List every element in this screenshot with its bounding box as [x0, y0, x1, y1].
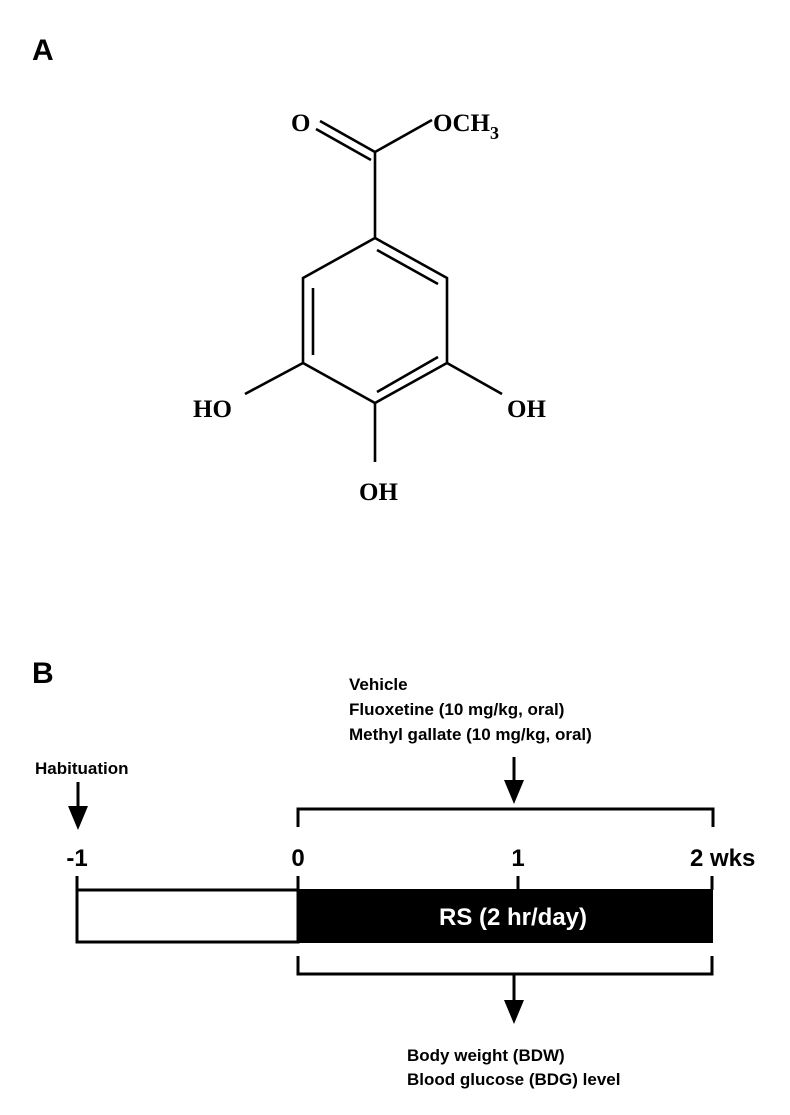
measurement-bracket	[296, 956, 714, 976]
treatment-methyl-gallate: Methyl gallate (10 mg/kg, oral)	[349, 725, 592, 744]
restraint-stress-label: RS (2 hr/day)	[439, 904, 587, 931]
timeline: RS (2 hr/day)	[75, 876, 714, 944]
treatment-list: Vehicle Fluoxetine (10 mg/kg, oral) Meth…	[349, 675, 592, 744]
ring-double-bond-top-right	[376, 248, 439, 286]
methyl-gallate-structure: O OCH3 HO OH OH	[193, 110, 546, 506]
measurement-body-weight: Body weight (BDW)	[407, 1046, 565, 1065]
panel-b-label: B	[32, 657, 54, 690]
bottom-hydroxyl-label: OH	[359, 479, 398, 506]
carbonyl-oxygen-label: O	[291, 110, 310, 137]
measurement-blood-glucose: Blood glucose (BDG) level	[407, 1070, 620, 1089]
measurement-arrow	[504, 974, 524, 1024]
ring-double-bond-bottom-right	[376, 355, 439, 394]
habituation-period-bar	[75, 888, 300, 944]
benzene-ring	[301, 236, 449, 405]
bond-right-oh	[446, 361, 503, 396]
bond-ester-o	[374, 118, 433, 154]
panel-a-label: A	[32, 34, 54, 67]
tick-label-0: 0	[291, 845, 304, 872]
restraint-stress-bar	[297, 889, 713, 943]
treatment-fluoxetine: Fluoxetine (10 mg/kg, oral)	[349, 700, 564, 719]
treatment-vehicle: Vehicle	[349, 675, 408, 694]
treatment-arrow	[504, 757, 524, 804]
treatment-bracket	[296, 807, 715, 827]
bond-carbonyl-o	[319, 119, 376, 154]
left-hydroxyl-label: HO	[193, 396, 232, 423]
ester-group-label: OCH3	[433, 110, 499, 143]
habituation-label: Habituation	[35, 759, 129, 778]
tick-label-minus1: -1	[66, 845, 87, 872]
right-hydroxyl-label: OH	[507, 396, 546, 423]
tick-label-2-wks: 2 wks	[690, 845, 755, 872]
bond-carbonyl-o-double	[315, 127, 372, 162]
bond-left-oh	[244, 361, 304, 396]
tick-label-1: 1	[511, 845, 524, 872]
habituation-arrow	[68, 782, 88, 830]
